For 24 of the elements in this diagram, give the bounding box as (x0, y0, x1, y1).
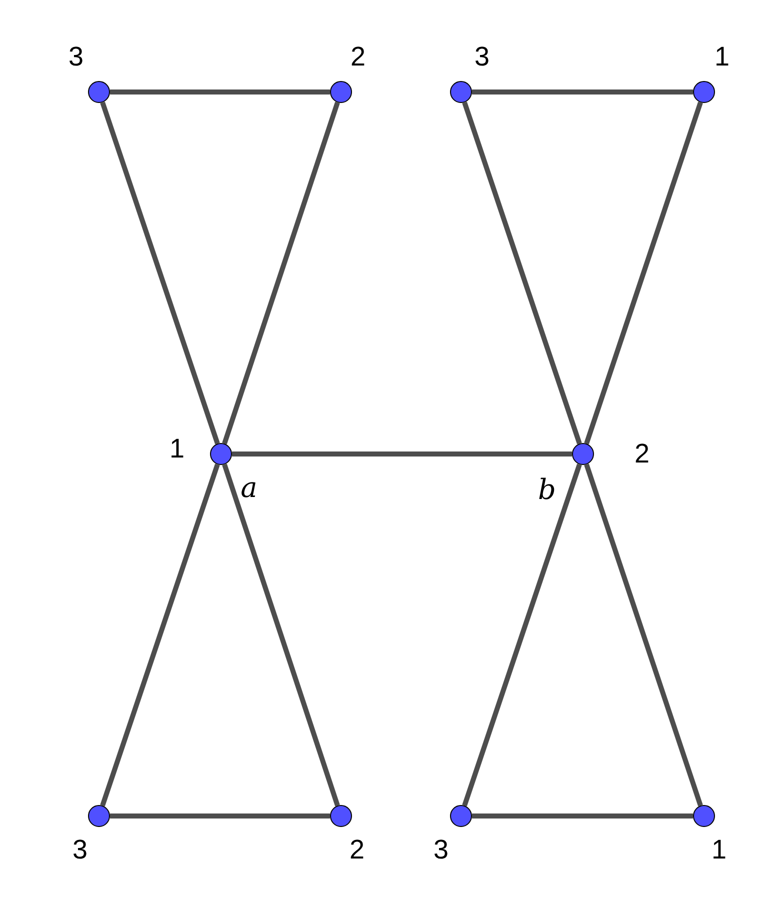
graph-edge (100, 102, 220, 444)
graph-edge (462, 102, 582, 444)
graph-edge (110, 814, 330, 818)
vertex-label: 1 (169, 436, 185, 462)
graph-edge (472, 90, 693, 94)
graph-edge (110, 90, 330, 94)
graph-edge (100, 464, 220, 806)
vertex-label: 1 (711, 836, 727, 864)
vertex-name: b (538, 476, 556, 504)
graph-edge (584, 102, 703, 444)
graph-edge (222, 102, 340, 444)
graph-edge (222, 464, 340, 806)
vertex-label: 2 (634, 440, 650, 468)
vertex-label: 3 (474, 44, 490, 70)
graph-edge (584, 464, 703, 806)
vertex-label: 3 (72, 836, 88, 864)
vertex-name: a (240, 474, 258, 502)
vertex-label: 2 (349, 836, 365, 864)
graph-edge (232, 452, 572, 456)
vertex-label: 3 (68, 44, 84, 70)
vertex-label: 2 (350, 44, 366, 70)
vertex-label: 1 (714, 44, 730, 70)
graph-edge (472, 814, 693, 818)
vertex-label: 3 (433, 836, 449, 864)
